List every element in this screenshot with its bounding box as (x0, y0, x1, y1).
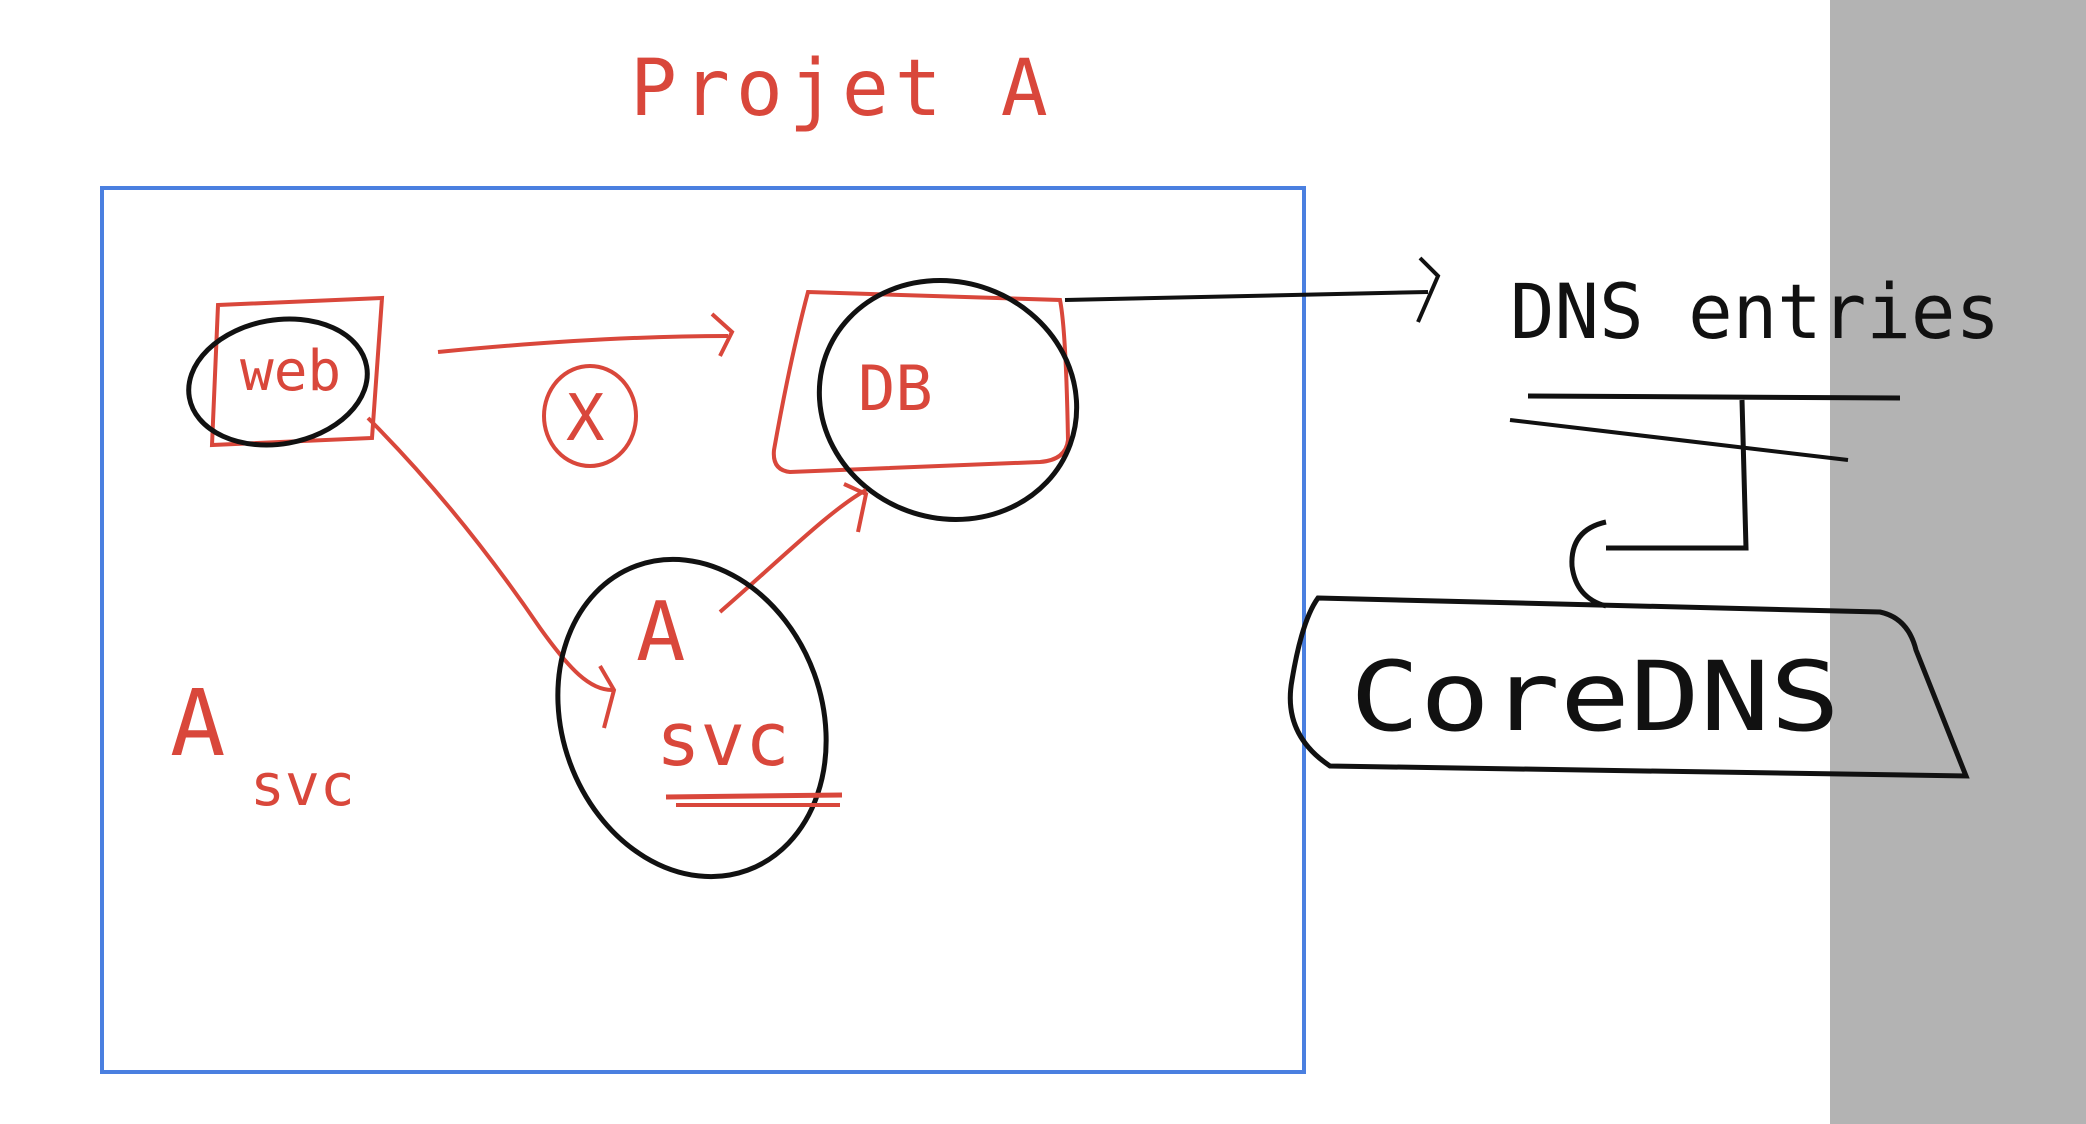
edge-svc-db (718, 482, 869, 614)
coredns-node: CoreDNS (1287, 595, 1970, 779)
edge-db-dns (1064, 256, 1441, 323)
svc-node: A svc (555, 556, 843, 880)
blocked-mark: X (566, 382, 605, 456)
asvc-sub: svc (250, 751, 355, 819)
svc-label: svc (656, 697, 790, 783)
asvc-annotation: A svc (170, 670, 355, 819)
diagram-title: Projet A (630, 44, 1054, 134)
svc-marker: A (636, 585, 685, 680)
dns-entries-label: DNS entries (1510, 267, 2000, 356)
web-label: web (240, 339, 341, 404)
side-panel (1830, 0, 2086, 1124)
db-node: DB (771, 278, 1080, 522)
asvc-letter: A (170, 670, 225, 777)
coredns-label: CoreDNS (1350, 641, 1840, 753)
blocked-edge-web-db: X (437, 312, 735, 468)
web-node: web (186, 295, 385, 448)
dns-entries: DNS entries (1509, 267, 2000, 609)
db-label: DB (858, 352, 933, 425)
edge-web-svc (366, 416, 617, 729)
